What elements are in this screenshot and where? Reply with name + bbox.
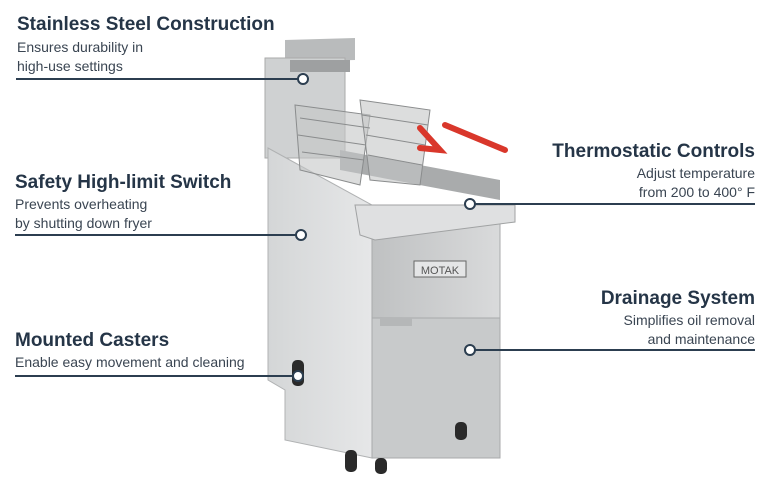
feature-title: Safety High-limit Switch	[15, 172, 232, 193]
feature-title: Mounted Casters	[15, 330, 170, 351]
feature-desc: Enable easy movement and cleaning	[15, 354, 245, 370]
brand-logo: MOTAK	[421, 265, 460, 277]
callout-dot	[297, 73, 309, 85]
callout-dot	[295, 229, 307, 241]
feature-title: Drainage System	[600, 288, 755, 309]
feature-title: Thermostatic Controls	[552, 141, 755, 162]
callout-dot	[292, 370, 304, 382]
callout-dot	[464, 198, 476, 210]
feature-title: Stainless Steel Construction	[17, 14, 275, 35]
callout-dot	[464, 344, 476, 356]
fryer-basket	[294, 99, 431, 186]
